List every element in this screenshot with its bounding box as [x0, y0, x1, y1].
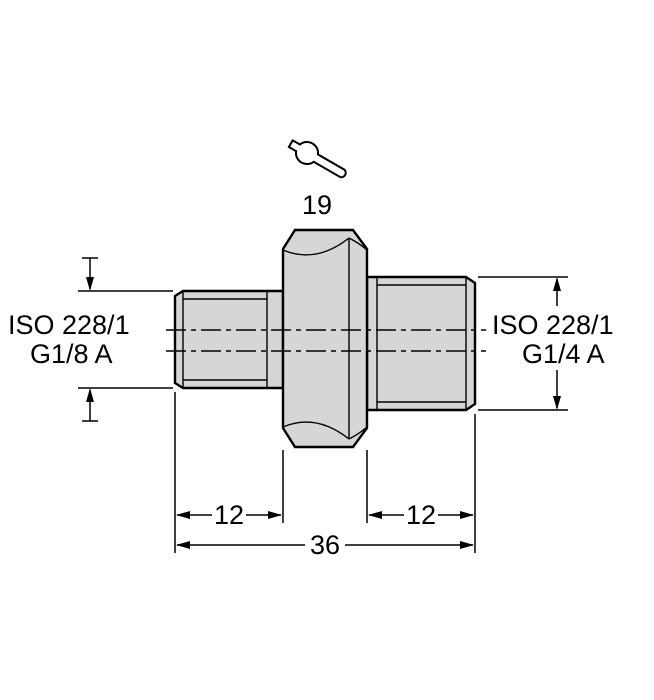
wrench-icon	[287, 138, 347, 179]
hex-nut-body	[281, 228, 369, 449]
right-thread-standard-label: ISO 228/1	[492, 310, 614, 340]
bottom-extension-lines	[174, 392, 476, 553]
wrench-size-label: 19	[302, 190, 332, 220]
left-thread-standard-label: ISO 228/1	[8, 310, 130, 340]
right-thread-size-label: G1/4 A	[522, 339, 605, 369]
right-thread-length-value: 12	[406, 500, 436, 530]
left-thread-length-value: 12	[214, 500, 244, 530]
overall-length-value: 36	[310, 530, 340, 560]
centerlines	[166, 329, 486, 352]
left-thread-size-label: G1/8 A	[30, 339, 113, 369]
left-diameter-arrows	[78, 257, 173, 422]
dimension-right-thread-length: 12	[368, 500, 474, 530]
right-diameter-dimension	[478, 276, 568, 411]
hex-facet-lines	[282, 237, 368, 440]
dimension-overall-length: 36	[176, 530, 474, 560]
thread-labels: ISO 228/1 G1/8 A ISO 228/1 G1/4 A	[8, 310, 614, 369]
right-thread-body	[365, 275, 477, 412]
thread-detail-lines	[182, 277, 467, 410]
dimension-left-thread-length: 12	[176, 500, 282, 530]
part-body	[173, 228, 477, 449]
